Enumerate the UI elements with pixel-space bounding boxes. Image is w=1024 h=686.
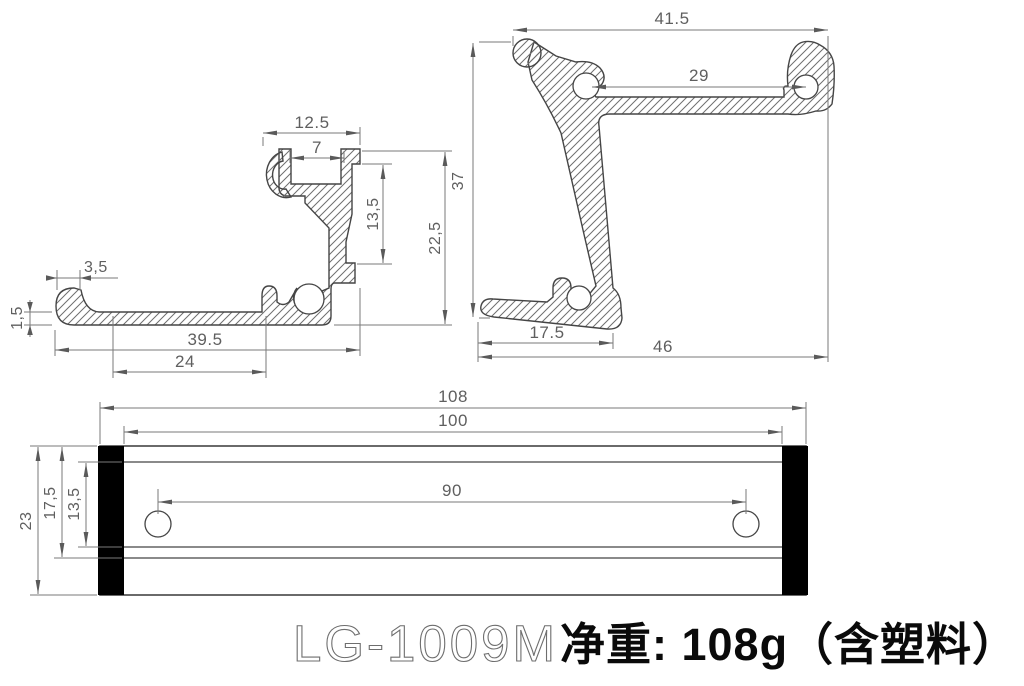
- dim-overall-height: 22,5: [427, 221, 444, 254]
- right-section-dimensions: [470, 27, 829, 362]
- left-section-dimension-labels: 12.5 7 13,5 22,5 3,5 39.5 24 1,5: [9, 113, 444, 371]
- left-section-dimensions: [24, 127, 452, 378]
- dim-slot-width: 7: [312, 138, 322, 157]
- right-section-profile-body: [480, 40, 835, 330]
- net-weight-text: 净重: 108g（含塑料）: [560, 619, 1018, 670]
- left-end-cap: [98, 446, 124, 595]
- dim-outer-top-width: 12.5: [294, 113, 329, 132]
- left-cross-section-view: [55, 148, 361, 326]
- dim-overall-width: 41.5: [654, 9, 689, 28]
- dim-foot-width: 3,5: [84, 259, 108, 276]
- dim-inner-length: 100: [438, 411, 468, 430]
- front-view-dimension-labels: 108 100 90 23 17,5 13,5: [18, 387, 468, 531]
- right-end-cap: [782, 446, 808, 595]
- dim-total-width: 46: [653, 337, 673, 356]
- front-view-body: [99, 445, 807, 596]
- left-section-curl: [265, 151, 293, 199]
- dim-base-length: 39.5: [187, 330, 222, 349]
- left-mounting-hole: [144, 510, 172, 538]
- dim-base-thickness: 1,5: [9, 306, 26, 330]
- dim-front-overall-height: 23: [18, 512, 35, 531]
- dim-clip-span: 29: [689, 66, 709, 85]
- right-section-knob: [512, 38, 542, 68]
- right-cross-section-view: [480, 38, 835, 330]
- dim-right-overall-height: 37: [450, 172, 467, 191]
- right-section-notch-cutout: [572, 72, 600, 100]
- dim-front-inner-height: 13,5: [66, 487, 83, 520]
- front-view: [98, 445, 808, 596]
- dim-upper-height: 13,5: [365, 197, 382, 230]
- front-view-dimensions: [30, 402, 807, 596]
- right-section-foot-cutout: [566, 285, 592, 311]
- dim-overall-length: 108: [438, 387, 468, 406]
- caption: LG-1009M 净重: 108g（含塑料）: [292, 614, 1018, 672]
- right-mounting-hole: [732, 510, 760, 538]
- dim-hole-spacing: 90: [442, 481, 462, 500]
- dim-front-outer-height: 17,5: [42, 486, 59, 519]
- dim-base-inner-length: 24: [175, 352, 195, 371]
- dim-foot-length: 17.5: [529, 323, 564, 342]
- left-section-hook-cutout: [293, 283, 325, 315]
- right-section-dimension-labels: 41.5 29 37 17.5 46: [450, 9, 709, 356]
- model-number-text: LG-1009M: [293, 615, 558, 672]
